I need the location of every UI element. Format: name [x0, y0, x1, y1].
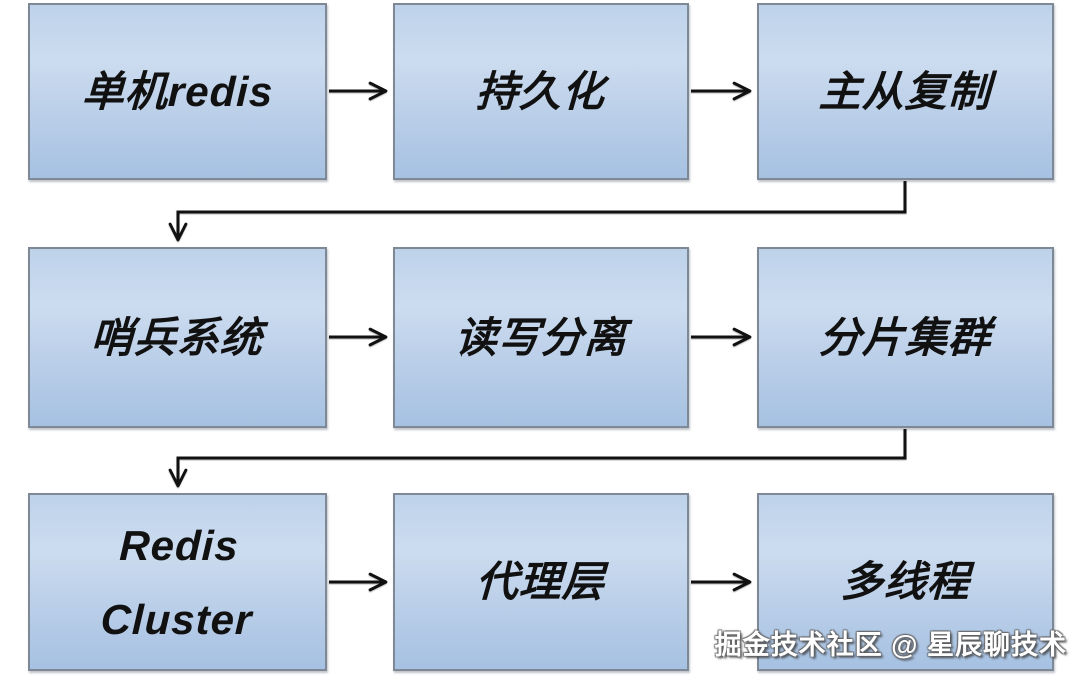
node-master-slave-replication: 主从复制	[757, 3, 1054, 180]
node-redis-cluster: Redis Cluster	[28, 493, 327, 671]
watermark-text: 掘金技术社区 @ 星辰聊技术	[714, 630, 1067, 660]
node-standalone-redis: 单机redis	[28, 3, 327, 180]
node-proxy-layer: 代理层	[393, 493, 689, 671]
node-persistence: 持久化	[393, 3, 689, 180]
node-multi-threading: 多线程	[757, 493, 1054, 671]
node-sharded-cluster: 分片集群	[757, 247, 1054, 428]
arrow-replication-to-sentinel	[168, 181, 907, 242]
arrow-sharded-to-rediscluster	[168, 429, 907, 488]
node-sentinel-system: 哨兵系统	[28, 247, 327, 428]
node-read-write-splitting: 读写分离	[393, 247, 689, 428]
